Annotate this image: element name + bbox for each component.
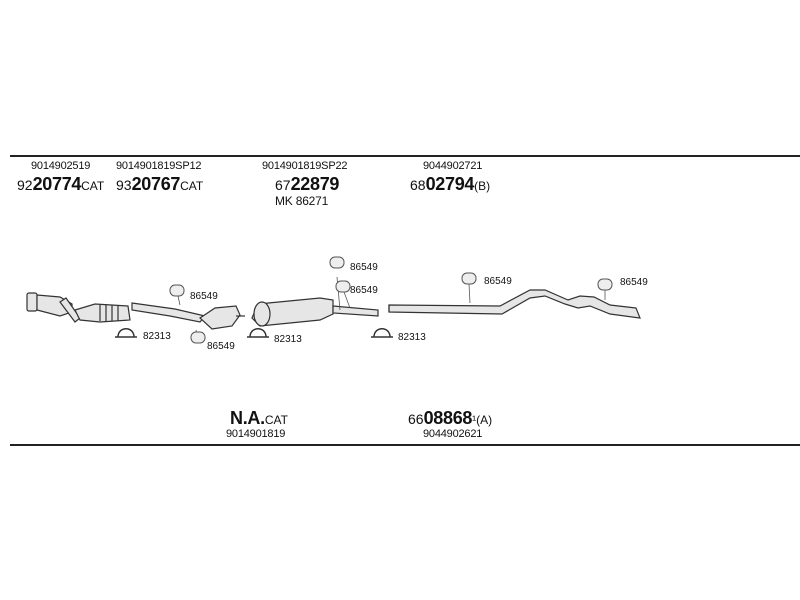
hanger-f-label: 86549 <box>620 277 648 288</box>
oe-number-rear-pipe: 9044902721 <box>423 160 483 172</box>
part-code-front-cat: 9220774CAT <box>17 174 104 195</box>
part-suffix: CAT <box>81 179 105 193</box>
oe-number-silencer: 9014901819SP22 <box>262 160 348 172</box>
hanger-e-label: 86549 <box>484 276 512 287</box>
hanger-f-icon <box>597 278 613 291</box>
hanger-a-label: 86549 <box>190 291 218 302</box>
part-bold: N.A. <box>230 408 265 428</box>
flex-pipe-icon <box>74 303 131 323</box>
part-code-silencer: 6722879 <box>275 174 339 195</box>
part-code-middle-cat: 9320767CAT <box>116 174 203 195</box>
middle-catalyst-icon <box>131 302 245 330</box>
hanger-e-icon <box>461 272 477 285</box>
part-bold: 20767 <box>131 174 181 194</box>
hanger-a-icon <box>169 284 185 297</box>
part-prefix: 93 <box>116 177 132 193</box>
part-prefix: 67 <box>275 177 291 193</box>
hanger-c-label: 86549 <box>350 262 378 273</box>
hanger-b-icon <box>190 331 206 344</box>
part-bold: 22879 <box>290 174 340 194</box>
hanger-d-icon <box>335 280 351 293</box>
part-bold: 20774 <box>32 174 82 194</box>
part-bold: 02794 <box>425 174 475 194</box>
part-suffix: (B) <box>474 179 491 193</box>
hanger-b-label: 86549 <box>207 341 235 352</box>
hanger-c-icon <box>329 256 345 269</box>
oe-number-na-cat: 9014901819 <box>226 428 286 440</box>
part-code-rear-pipe: 6802794(B) <box>410 174 490 195</box>
front-catalyst-icon <box>26 292 81 323</box>
part-code-na-cat: N.A.CAT <box>230 408 288 429</box>
top-rule <box>10 155 800 157</box>
clamp-c-icon <box>371 328 393 338</box>
clamp-a-label: 82313 <box>143 331 171 342</box>
oe-number-middle-cat: 9014901819SP12 <box>116 160 202 172</box>
part-prefix: 92 <box>17 177 33 193</box>
clamp-a-icon <box>115 328 137 338</box>
part-suffix: ¹(A) <box>472 413 493 427</box>
mount-kit-number: MK 86271 <box>275 194 329 208</box>
part-bold: 08868 <box>423 408 473 428</box>
part-suffix: CAT <box>180 179 204 193</box>
part-prefix: 66 <box>408 411 424 427</box>
bottom-rule <box>10 444 800 446</box>
part-suffix: CAT <box>264 413 288 427</box>
oe-number-front-cat: 9014902519 <box>31 160 91 172</box>
clamp-c-label: 82313 <box>398 332 426 343</box>
hanger-d-label: 86549 <box>350 285 378 296</box>
clamp-b-label: 82313 <box>274 334 302 345</box>
oe-number-alt-rear: 9044902621 <box>423 428 483 440</box>
clamp-b-icon <box>247 328 269 338</box>
rear-pipe-icon <box>388 289 641 319</box>
part-code-alt-rear: 6608868¹(A) <box>408 408 492 429</box>
middle-silencer-icon <box>251 297 379 327</box>
part-prefix: 68 <box>410 177 426 193</box>
